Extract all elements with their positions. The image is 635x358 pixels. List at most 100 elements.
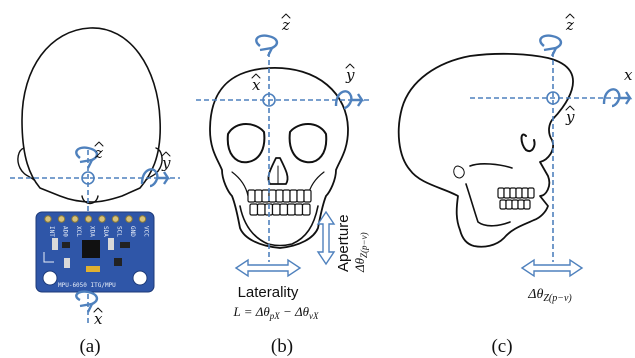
aperture-title: Aperture: [335, 214, 352, 272]
sensor-board: INT AD0 XCL XDA SDA SCL GND VCC MPU-6050 ITG/MP…: [36, 212, 154, 292]
laterality-mid: − Δθ: [280, 304, 310, 319]
pin-label: AD0: [62, 226, 69, 237]
header-pin: [45, 216, 51, 222]
tooth: [498, 188, 504, 198]
right-orbit: [290, 124, 327, 162]
tooth: [269, 190, 276, 202]
skull-side-outline: [399, 54, 573, 247]
b-y-label: y: [345, 66, 355, 84]
component: [64, 258, 70, 268]
b-z-label: z: [281, 16, 290, 34]
tooth: [524, 200, 530, 209]
head-top-view-outline: [22, 28, 160, 202]
sensor-board-name: MPU-6050 ITG/MPU: [58, 282, 116, 289]
a-y-label: y: [161, 154, 171, 172]
tooth: [255, 190, 262, 202]
tooth: [258, 204, 266, 215]
header-pin: [139, 216, 145, 222]
panel-b: z x y Laterality L = ΔθpX − ΔθvX Apertur…: [196, 14, 372, 357]
c-z-rotation-icon: [540, 36, 561, 56]
pin-label: XCL: [75, 226, 82, 237]
tooth: [506, 200, 512, 209]
tooth: [304, 190, 311, 202]
side-orbit: [522, 135, 535, 152]
laterality-formula: L = ΔθpX − ΔθvX: [232, 304, 319, 321]
tooth: [500, 200, 506, 209]
imu-chip: [82, 240, 100, 258]
tooth: [273, 204, 281, 215]
tooth: [522, 188, 528, 198]
c-symbol: Δθ: [527, 287, 543, 302]
tooth: [288, 204, 296, 215]
capacitor: [86, 266, 100, 272]
header-pin: [99, 216, 105, 222]
tooth: [280, 204, 288, 215]
tooth: [276, 190, 283, 202]
pin-label: XDA: [89, 226, 96, 237]
panel-a: z y INT AD0 XCL XDA SDA SCL GND VCC: [10, 28, 180, 357]
tooth: [510, 188, 516, 198]
tooth: [295, 204, 303, 215]
pin-label: VCC: [143, 226, 150, 237]
mounting-hole: [133, 271, 147, 285]
laterality-formula-main: L = Δθ: [232, 304, 270, 319]
component: [120, 242, 130, 248]
a-x-label: x: [94, 310, 103, 328]
tooth: [283, 190, 290, 202]
c-x-label: x: [624, 66, 633, 84]
tooth: [516, 188, 522, 198]
header-pin: [112, 216, 118, 222]
panel-label-b: (b): [271, 336, 293, 357]
aperture-arrow: [318, 212, 334, 264]
c-horizontal-arrow: [522, 260, 582, 276]
a-x-rotation-icon: [76, 292, 97, 312]
upper-teeth: [248, 190, 311, 202]
c-z-label: z: [565, 16, 574, 34]
tooth: [248, 190, 255, 202]
panel-label-c: (c): [491, 336, 512, 357]
left-orbit: [228, 124, 265, 162]
component: [114, 258, 122, 266]
mounting-hole: [43, 271, 57, 285]
pin-label: SDA: [102, 226, 109, 237]
header-pin: [58, 216, 64, 222]
left-cheek: [232, 172, 248, 196]
c-y-label: y: [565, 108, 575, 126]
laterality-sub1: pX: [269, 311, 281, 321]
tooth: [303, 204, 311, 215]
header-pin: [85, 216, 91, 222]
tooth: [512, 200, 518, 209]
c-formula: ΔθZ(p−v): [527, 287, 572, 304]
laterality-arrow: [236, 260, 300, 276]
laterality-title: Laterality: [238, 284, 299, 301]
tooth: [250, 204, 258, 215]
tooth: [518, 200, 524, 209]
panel-label-a: (a): [79, 336, 100, 357]
aperture-formula: ΔθZ(p−v): [352, 232, 369, 273]
pin-label: GND: [129, 226, 136, 237]
zygomatic-arch: [470, 164, 512, 168]
component: [108, 238, 114, 250]
pin-label: SCL: [116, 226, 123, 237]
header-pin: [126, 216, 132, 222]
b-x-label: x: [252, 76, 261, 94]
laterality-sub2: vX: [309, 311, 319, 321]
component: [52, 238, 58, 250]
aperture-symbol: Δθ: [352, 257, 367, 273]
panel-c: z x y ΔθZ(p−v) (c): [399, 14, 633, 357]
ear-hole: [454, 166, 465, 178]
tooth: [504, 188, 510, 198]
side-teeth: [498, 188, 534, 209]
b-z-rotation-icon: [256, 36, 277, 56]
a-z-label: z: [94, 144, 103, 162]
tooth: [297, 190, 304, 202]
tooth: [528, 188, 534, 198]
lower-teeth: [250, 204, 310, 215]
tooth: [290, 190, 297, 202]
c-sub: Z(p−v): [543, 293, 572, 304]
tooth: [262, 190, 269, 202]
component: [62, 242, 70, 248]
a-z-rotation-icon: [76, 148, 97, 168]
pin-label: INT: [48, 226, 55, 237]
